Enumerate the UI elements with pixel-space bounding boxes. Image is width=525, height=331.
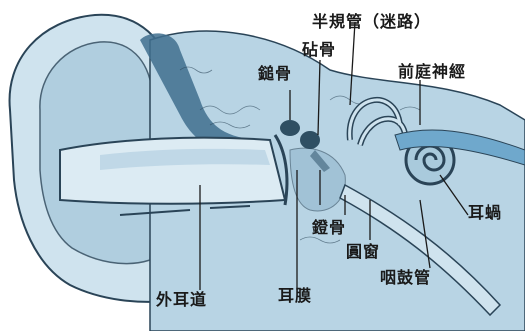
label-malleus: 鎚骨	[258, 66, 292, 82]
malleus-bone	[280, 120, 300, 136]
label-cochlea: 耳蝸	[468, 205, 502, 221]
ear-canal	[60, 138, 285, 204]
label-incus: 砧骨	[302, 42, 336, 58]
label-eardrum: 耳膜	[278, 288, 312, 304]
incus-bone	[300, 131, 320, 149]
label-vestibular-nerve: 前庭神經	[398, 64, 466, 80]
label-semicircular-canals: 半規管（迷路）	[312, 14, 431, 30]
label-round-window: 圓窗	[346, 244, 380, 260]
label-eustachian-tube: 咽鼓管	[380, 270, 431, 286]
label-stapes: 鐙骨	[312, 220, 346, 236]
label-ear-canal: 外耳道	[156, 292, 207, 308]
